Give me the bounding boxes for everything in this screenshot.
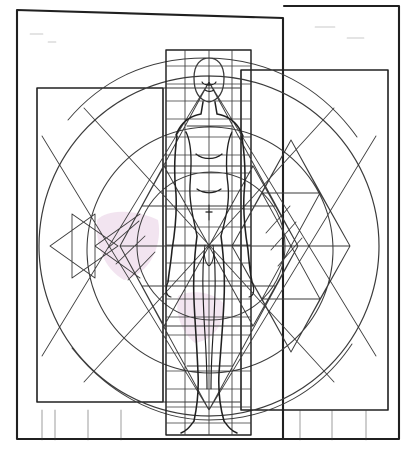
proportion-illustration <box>0 0 409 449</box>
proportion-diagram-svg <box>0 0 409 449</box>
background-layer <box>0 0 409 449</box>
page-background <box>0 0 409 449</box>
